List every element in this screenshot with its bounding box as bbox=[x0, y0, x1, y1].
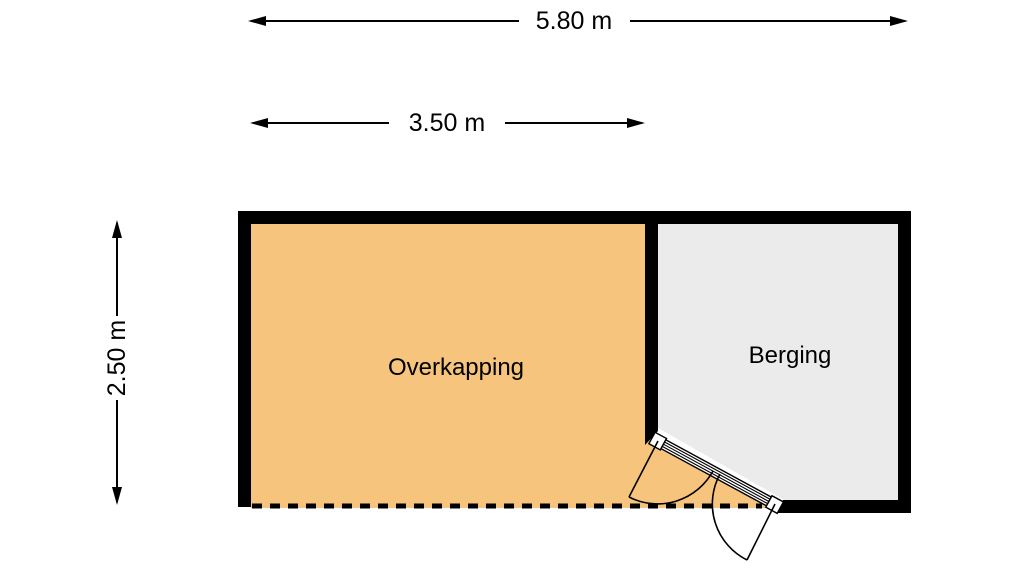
dimension-total-width-label: 5.80 m bbox=[536, 7, 612, 35]
wall-divider bbox=[645, 211, 658, 445]
arrowhead-up-icon bbox=[112, 220, 122, 238]
room-berging-floor bbox=[658, 224, 898, 500]
dimension-total-depth-arrowheads bbox=[112, 220, 122, 505]
wall-top bbox=[238, 211, 911, 224]
door-leaf-outer bbox=[746, 503, 776, 561]
room-overkapping-label: Overkapping bbox=[388, 354, 524, 381]
dimension-total-depth-label: 2.50 m bbox=[103, 320, 131, 396]
dimension-total-width-arrowheads bbox=[248, 16, 908, 26]
door-swing-arc-inner bbox=[628, 470, 714, 505]
arrowhead-left-icon bbox=[250, 118, 268, 128]
room-overkapping-floor bbox=[251, 224, 775, 508]
door-panel-line bbox=[663, 443, 770, 502]
wall-right bbox=[898, 211, 911, 513]
door-panel-line bbox=[661, 445, 768, 505]
door-panel-line bbox=[664, 441, 771, 500]
wall-bottom-berging bbox=[777, 500, 911, 513]
door-assembly bbox=[647, 431, 785, 515]
arrowhead-right-icon bbox=[627, 118, 645, 128]
door-swing-arc-outer bbox=[711, 473, 748, 561]
room-berging-label: Berging bbox=[749, 342, 832, 369]
arrowhead-right-icon bbox=[890, 16, 908, 26]
dimension-overkapping-width-arrowheads bbox=[250, 118, 645, 128]
door-swings bbox=[628, 440, 776, 561]
arrowhead-left-icon bbox=[248, 16, 266, 26]
wall-left bbox=[238, 211, 251, 507]
arrowhead-down-icon bbox=[112, 487, 122, 505]
door-leaf-inner bbox=[628, 440, 659, 498]
dimension-overkapping-width-label: 3.50 m bbox=[409, 109, 485, 137]
walls bbox=[238, 211, 911, 513]
